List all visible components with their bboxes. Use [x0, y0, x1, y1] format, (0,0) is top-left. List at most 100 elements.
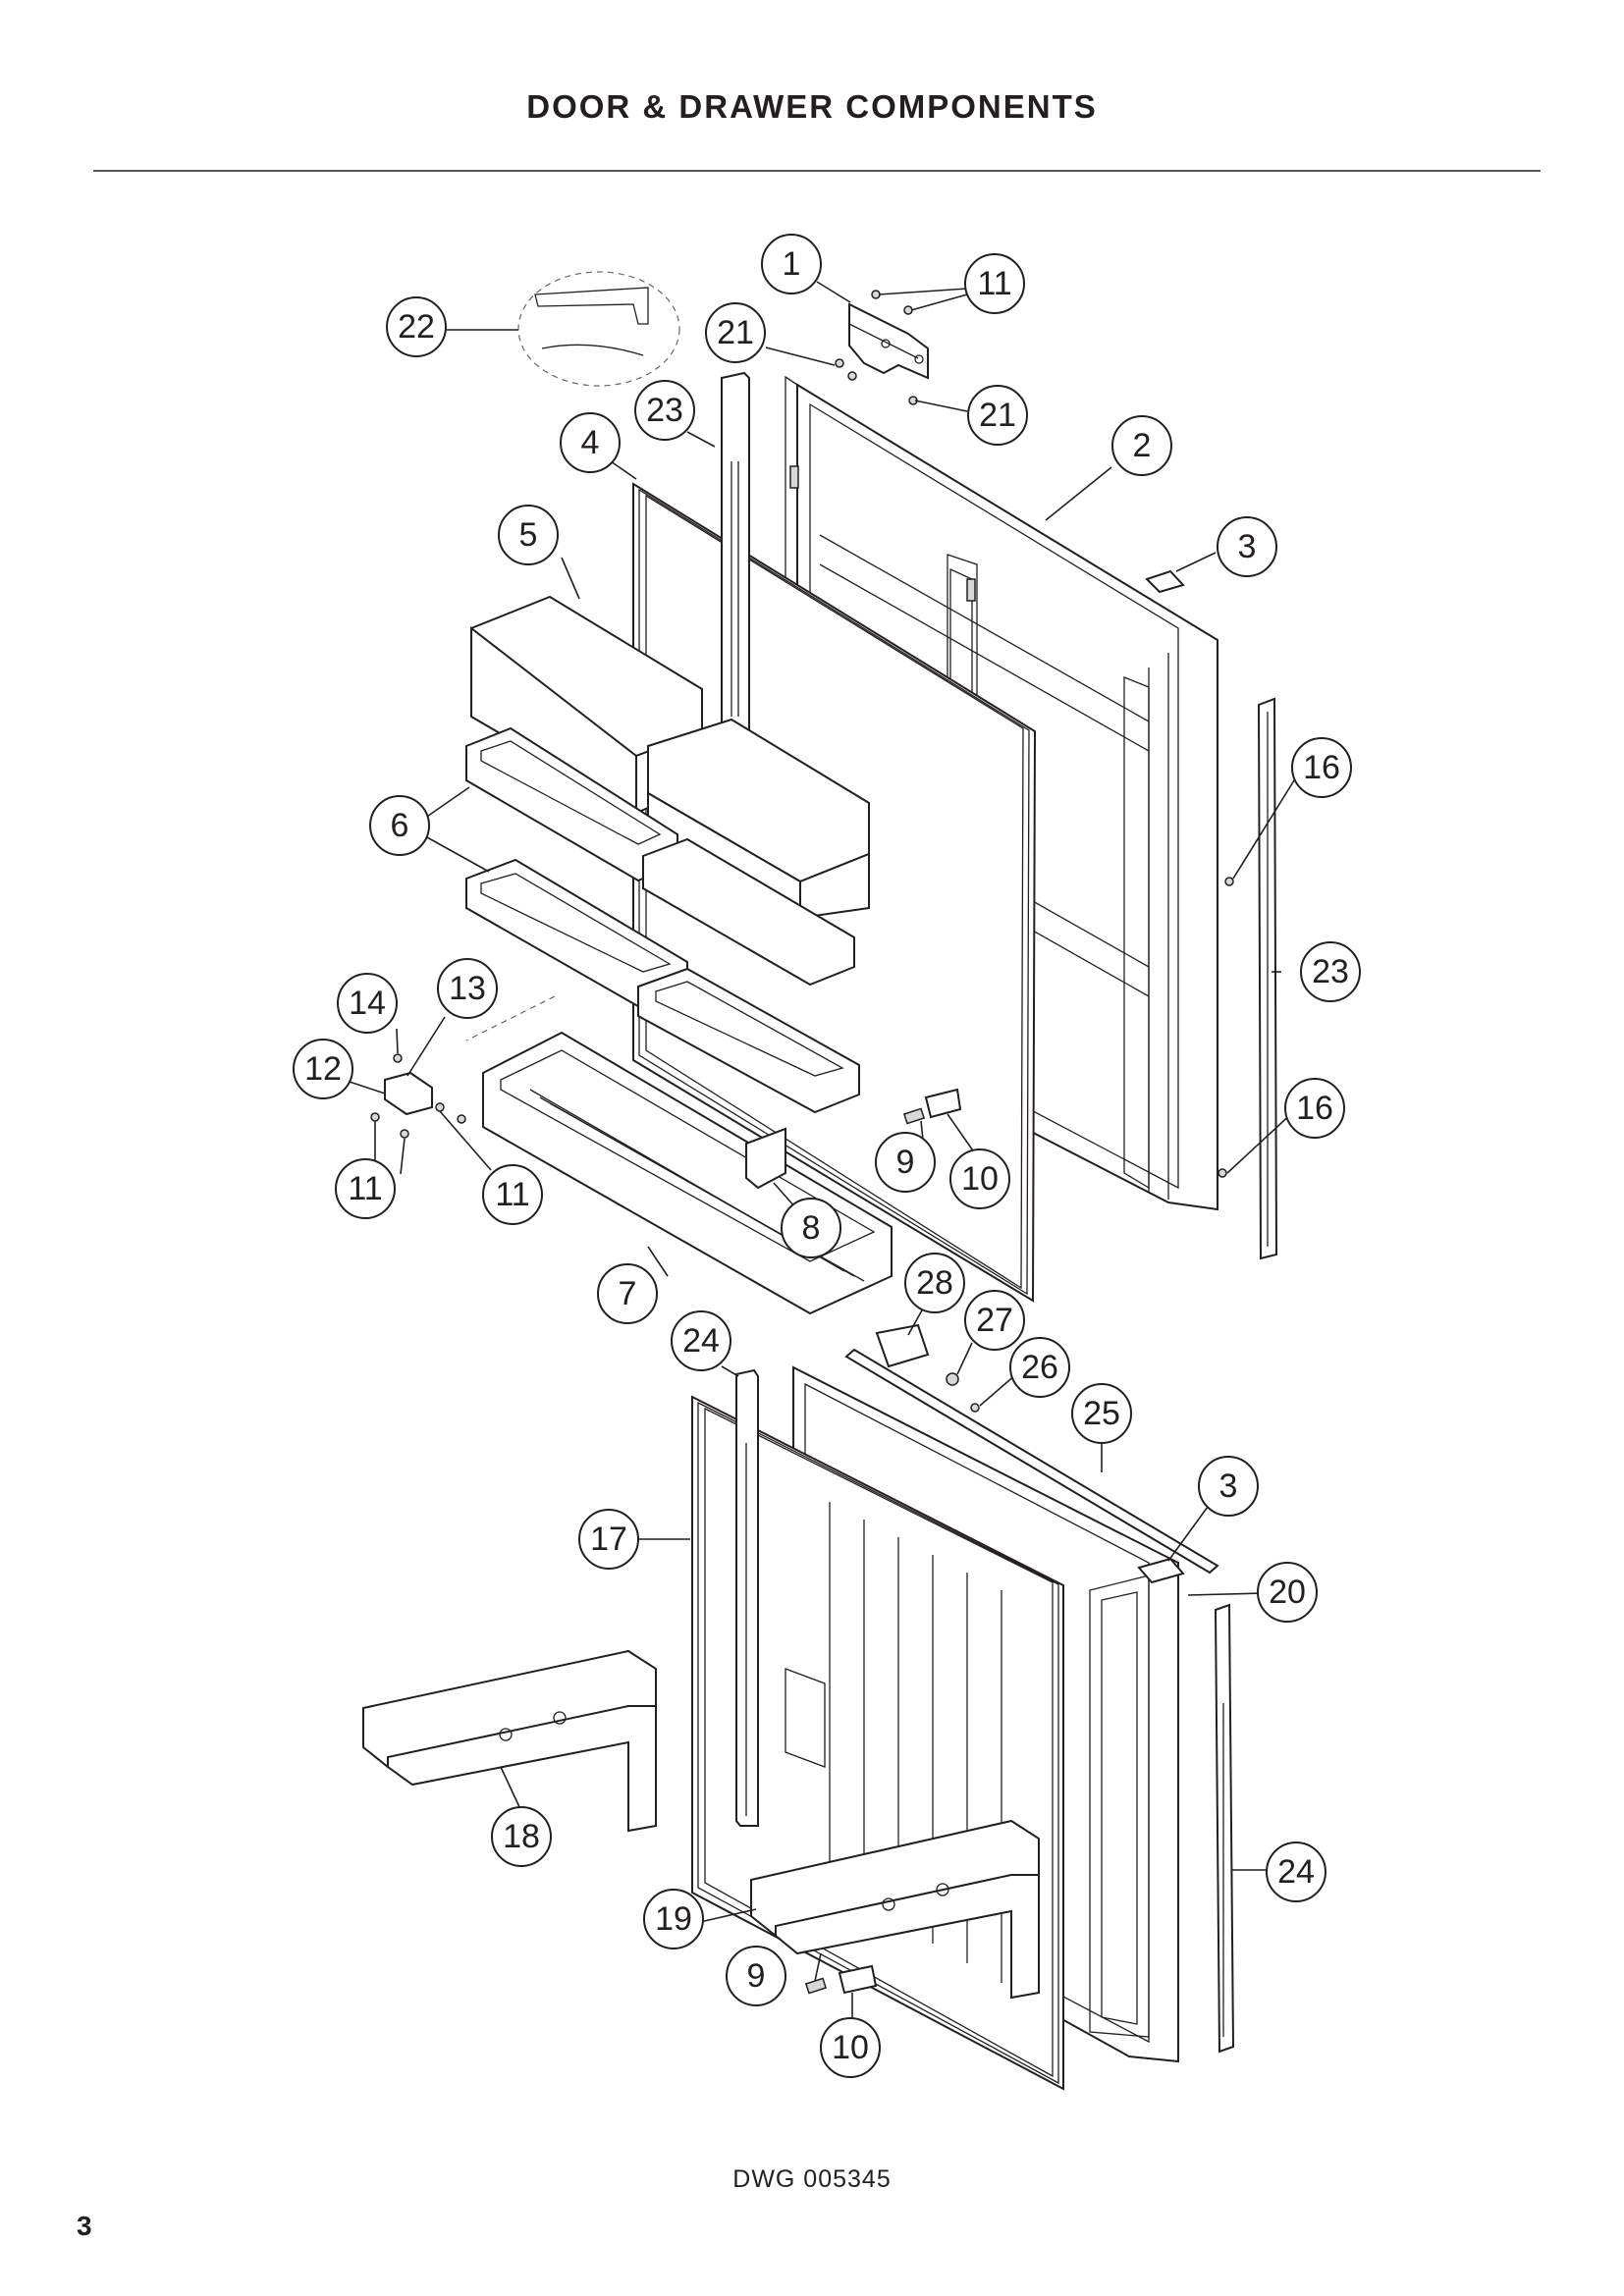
- hinge-screws: [835, 290, 918, 405]
- left-bracket-assembly: [370, 1053, 466, 1139]
- svg-text:16: 16: [1296, 1090, 1333, 1127]
- pad-9-lower: [804, 1977, 828, 1995]
- callout-14: 14: [337, 973, 398, 1034]
- svg-text:21: 21: [979, 397, 1016, 434]
- callout-11-mid: 11: [482, 1164, 543, 1225]
- svg-text:11: 11: [977, 265, 1011, 302]
- svg-text:22: 22: [398, 308, 435, 346]
- screw-16-lower: [1218, 1168, 1227, 1178]
- screw-26: [970, 1403, 980, 1413]
- svg-text:10: 10: [832, 2029, 869, 2066]
- callout-21-lower: 21: [967, 385, 1028, 446]
- svg-text:9: 9: [896, 1144, 915, 1181]
- callout-10-upper: 10: [949, 1148, 1010, 1209]
- callout-2: 2: [1111, 415, 1172, 476]
- title-divider: [93, 170, 1541, 172]
- svg-text:28: 28: [916, 1264, 953, 1302]
- svg-text:3: 3: [1219, 1468, 1238, 1505]
- callout-27: 27: [964, 1290, 1025, 1351]
- callout-12: 12: [293, 1039, 353, 1099]
- part-8-divider: [745, 1127, 786, 1190]
- callout-4: 4: [560, 412, 621, 473]
- callout-23-right: 23: [1300, 941, 1361, 1002]
- top-hinge-part: [848, 302, 929, 380]
- callout-25: 25: [1071, 1383, 1132, 1444]
- callout-23-upper: 23: [634, 380, 695, 441]
- callout-17: 17: [578, 1509, 639, 1570]
- upper-left-handle-strip: [721, 371, 750, 732]
- svg-text:11: 11: [348, 1170, 382, 1207]
- callout-11-left: 11: [335, 1158, 396, 1219]
- page-number: 3: [77, 2211, 92, 2241]
- callout-9-upper: 9: [875, 1132, 936, 1193]
- svg-text:4: 4: [581, 424, 600, 461]
- svg-text:21: 21: [717, 314, 754, 351]
- callout-21-upper: 21: [705, 302, 766, 363]
- callout-18: 18: [491, 1806, 552, 1867]
- svg-text:18: 18: [503, 1818, 540, 1855]
- svg-text:7: 7: [619, 1275, 637, 1312]
- callout-13: 13: [437, 958, 498, 1019]
- callout-6: 6: [369, 795, 430, 856]
- callout-24-right: 24: [1266, 1842, 1326, 1902]
- svg-text:1: 1: [783, 245, 801, 283]
- callout-28: 28: [904, 1253, 965, 1313]
- drawer-rail-19: [750, 1819, 1040, 2000]
- callout-5: 5: [498, 505, 559, 565]
- svg-text:12: 12: [304, 1050, 342, 1088]
- callout-26: 26: [1009, 1337, 1070, 1398]
- callout-19: 19: [643, 1889, 704, 1949]
- callout-16-lower: 16: [1284, 1078, 1345, 1139]
- cover-3-lower: [1137, 1557, 1185, 1584]
- svg-text:2: 2: [1133, 427, 1152, 464]
- svg-text:20: 20: [1269, 1574, 1306, 1611]
- callout-7: 7: [597, 1263, 658, 1324]
- svg-text:17: 17: [590, 1521, 627, 1558]
- svg-text:6: 6: [391, 807, 409, 844]
- screw-27: [946, 1372, 959, 1386]
- svg-text:3: 3: [1238, 528, 1257, 565]
- cover-3-upper: [1145, 569, 1185, 594]
- callout-20: 20: [1257, 1562, 1318, 1623]
- callout-8: 8: [781, 1198, 841, 1258]
- screw-16-upper: [1224, 877, 1234, 886]
- drawer-top-trim-25: [844, 1348, 1219, 1575]
- svg-text:26: 26: [1021, 1349, 1058, 1386]
- door-shelves-6: [465, 726, 860, 1114]
- callout-1: 1: [761, 234, 822, 294]
- callout-16-upper: 16: [1291, 737, 1352, 798]
- callout-22: 22: [386, 296, 447, 357]
- alignment-line: [465, 995, 556, 1041]
- svg-text:23: 23: [646, 392, 683, 429]
- callout-11-top: 11: [964, 253, 1025, 314]
- callout-10-lower: 10: [820, 2017, 881, 2078]
- callout-3-lower: 3: [1198, 1456, 1259, 1517]
- svg-text:24: 24: [1277, 1853, 1315, 1891]
- svg-text:8: 8: [802, 1209, 821, 1247]
- svg-text:27: 27: [976, 1302, 1013, 1339]
- drawing-number: DWG 005345: [732, 2165, 892, 2193]
- svg-text:10: 10: [961, 1160, 999, 1198]
- clip-10-lower: [838, 1964, 878, 1995]
- svg-text:14: 14: [349, 985, 386, 1022]
- callout-9-lower: 9: [726, 1946, 786, 2006]
- detail-22-hinge-cover: [517, 271, 680, 387]
- svg-text:19: 19: [655, 1900, 692, 1938]
- drawer-rail-18: [362, 1649, 657, 1833]
- svg-text:13: 13: [449, 970, 486, 1007]
- pad-9-upper: [902, 1107, 926, 1125]
- drawer-left-handle-strip: [735, 1368, 759, 1827]
- page-title: DOOR & DRAWER COMPONENTS: [526, 88, 1098, 125]
- clip-10-upper: [924, 1088, 962, 1119]
- svg-text:16: 16: [1303, 749, 1340, 786]
- svg-text:25: 25: [1083, 1395, 1120, 1432]
- callout-24-upper: 24: [671, 1310, 731, 1371]
- svg-text:24: 24: [682, 1322, 720, 1360]
- callout-3-upper: 3: [1217, 516, 1277, 577]
- drawer-catch-28: [875, 1323, 930, 1368]
- svg-text:11: 11: [495, 1176, 529, 1213]
- svg-text:5: 5: [519, 516, 538, 554]
- right-handle-strip: [1257, 697, 1278, 1260]
- svg-text:23: 23: [1312, 953, 1349, 990]
